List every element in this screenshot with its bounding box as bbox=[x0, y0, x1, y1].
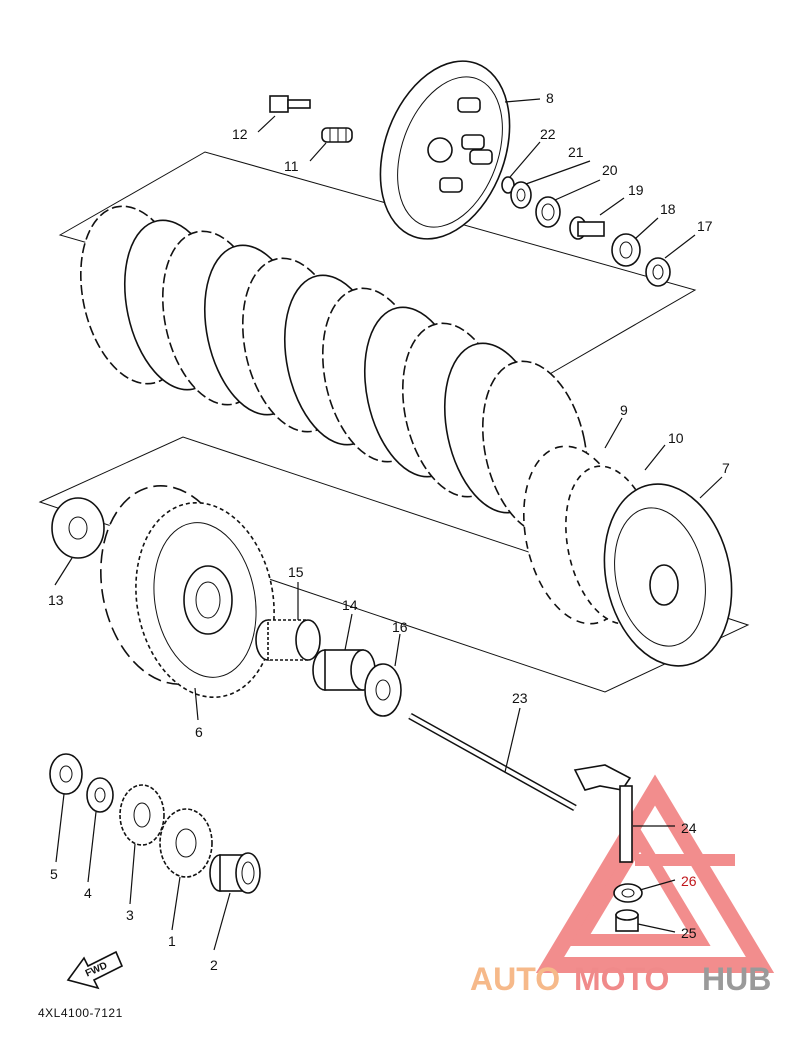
part-label-10: 10 bbox=[668, 430, 684, 446]
part-label-17: 17 bbox=[697, 218, 713, 234]
part-label-23: 23 bbox=[512, 690, 528, 706]
part-label-3: 3 bbox=[126, 907, 134, 923]
watermark-auto: AUTO bbox=[470, 961, 560, 997]
watermark-wordmark: AUTO MOTO HUB bbox=[470, 961, 771, 997]
watermark-moto: MOTO bbox=[574, 961, 669, 997]
part-label-5: 5 bbox=[50, 866, 58, 882]
part-label-8: 8 bbox=[546, 90, 554, 106]
part-label-7: 7 bbox=[722, 460, 730, 476]
nut-5-part bbox=[49, 753, 83, 795]
part-label-4: 4 bbox=[84, 885, 92, 901]
bush-part bbox=[615, 909, 639, 932]
part-label-16: 16 bbox=[392, 619, 408, 635]
part-label-13: 13 bbox=[48, 592, 64, 608]
bolt-part bbox=[269, 95, 311, 113]
oil-seal-part bbox=[613, 883, 643, 903]
part-label-19: 19 bbox=[628, 182, 644, 198]
washer-16-part bbox=[364, 663, 402, 717]
part-label-11: 11 bbox=[284, 158, 299, 174]
clutch-boss bbox=[603, 483, 733, 667]
part-label-2: 2 bbox=[210, 957, 218, 973]
part-label-12: 12 bbox=[232, 126, 248, 142]
part-label-18: 18 bbox=[660, 201, 676, 217]
bearing-part bbox=[535, 196, 561, 228]
spring-part bbox=[321, 127, 353, 143]
part-label-15: 15 bbox=[288, 564, 304, 580]
part-label-21: 21 bbox=[568, 144, 584, 160]
part-label-22: 22 bbox=[540, 126, 556, 142]
nut-part bbox=[611, 233, 641, 267]
watermark-hub: HUB bbox=[702, 961, 771, 997]
clutch-plates-stack bbox=[80, 205, 659, 625]
washer-part bbox=[510, 181, 532, 209]
clutch-housing bbox=[100, 485, 275, 699]
part-label-20: 20 bbox=[602, 162, 618, 178]
part-label-26: 26 bbox=[681, 873, 697, 889]
primary-drive-gear-3-part bbox=[119, 784, 165, 846]
diagram-code: 4XL4100-7121 bbox=[38, 1006, 123, 1020]
part-label-9: 9 bbox=[620, 402, 628, 418]
needle-bearing-part bbox=[255, 619, 321, 661]
collar-2-part bbox=[209, 852, 261, 894]
leader-lines bbox=[54, 98, 723, 951]
watermark-logo bbox=[535, 774, 775, 973]
lock-washer-part bbox=[645, 257, 671, 287]
thrust-washer-part bbox=[51, 497, 105, 559]
lock-washer-4-part bbox=[86, 777, 114, 813]
part-label-14: 14 bbox=[342, 597, 358, 613]
fwd-arrow-icon: FWD bbox=[66, 950, 124, 990]
push-rod-part bbox=[569, 216, 605, 240]
part-label-25: 25 bbox=[681, 925, 697, 941]
part-label-6: 6 bbox=[195, 724, 203, 740]
primary-drive-gear-1-part bbox=[159, 808, 213, 878]
part-label-24: 24 bbox=[681, 820, 697, 836]
push-lever-shaft-part bbox=[573, 764, 633, 863]
part-label-1: 1 bbox=[168, 933, 176, 949]
pressure-plate bbox=[379, 60, 511, 240]
hub-group-outline bbox=[38, 436, 750, 693]
long-push-rod-part bbox=[408, 712, 577, 812]
